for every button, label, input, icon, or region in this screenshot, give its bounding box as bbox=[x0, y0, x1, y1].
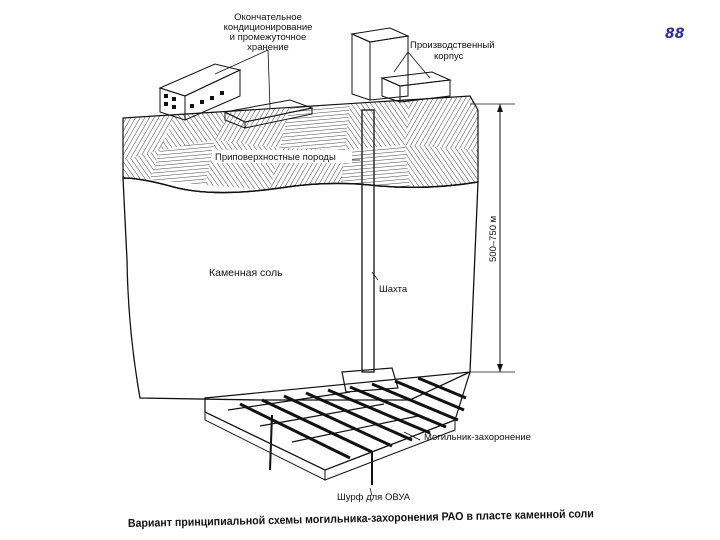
surface-rocks-label: Приповерхностные породы bbox=[215, 152, 336, 163]
pit-label: Шурф для ОВУА bbox=[337, 492, 411, 503]
production-label-line-1: Производственный bbox=[410, 40, 495, 51]
storage-label-line-4: хранение bbox=[247, 42, 289, 53]
storage-label-line-3: и промежуточное bbox=[230, 32, 307, 43]
surface-rock-layer bbox=[122, 95, 479, 194]
rock-salt-label: Каменная соль bbox=[209, 267, 283, 279]
production-label: Производственный корпус bbox=[410, 40, 495, 62]
storage-label: Окончательное кондиционирование и промеж… bbox=[224, 12, 313, 53]
shaft bbox=[341, 109, 399, 393]
depth-dimension: 500–750 м bbox=[470, 103, 515, 373]
depth-label: 500–750 м bbox=[488, 216, 499, 262]
surface-buildings bbox=[158, 27, 452, 129]
page-number: 88 bbox=[665, 26, 685, 42]
figure-caption: Вариант принципиальной схемы могильника-… bbox=[128, 508, 594, 530]
shaft-label: Шахта bbox=[379, 284, 408, 295]
rock-salt-layer bbox=[122, 177, 479, 401]
storage-label-line-2: кондиционирование bbox=[224, 22, 313, 33]
repository-block bbox=[204, 371, 471, 485]
storage-label-line-1: Окончательное bbox=[234, 12, 302, 23]
leader-lines bbox=[214, 49, 431, 497]
repository-label: Могильник-захоронение bbox=[424, 432, 531, 443]
production-label-line-2: корпус bbox=[434, 51, 464, 62]
